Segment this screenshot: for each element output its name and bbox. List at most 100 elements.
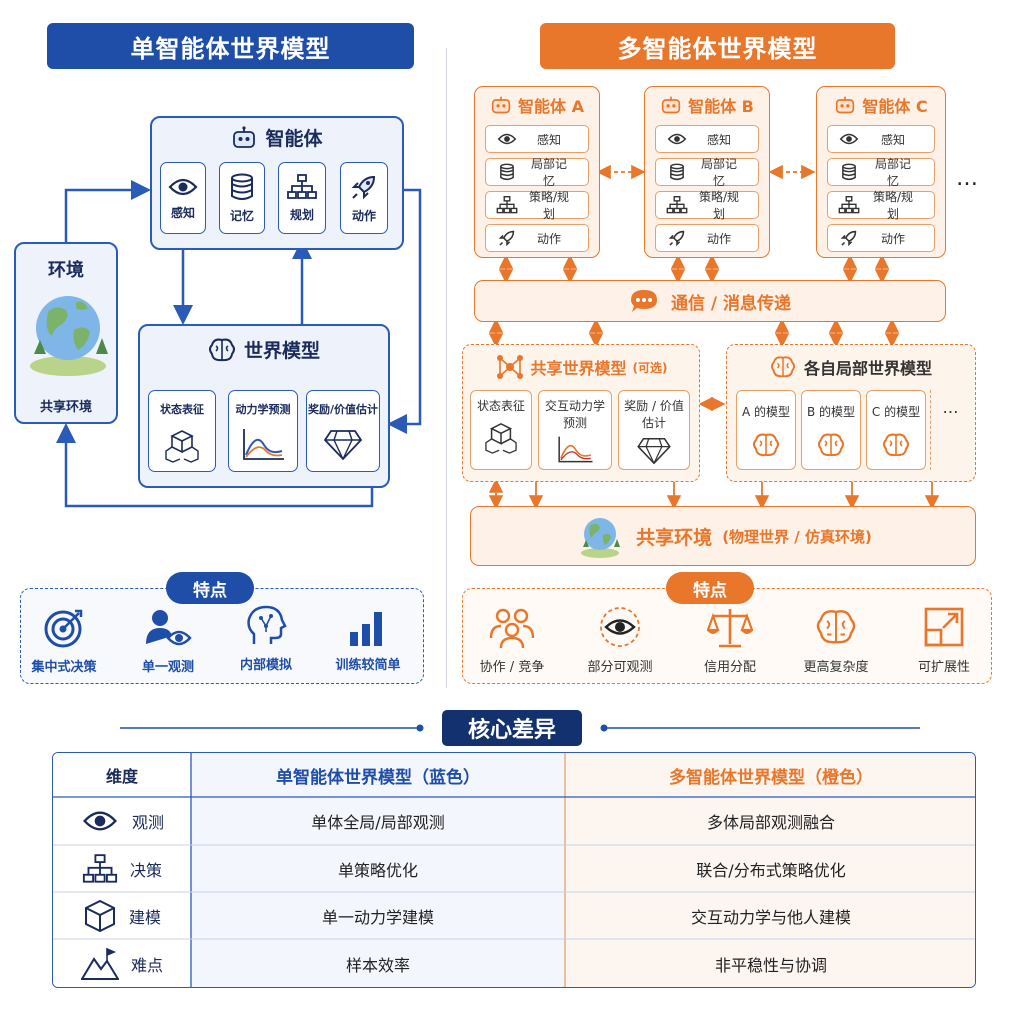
- user-eye-icon: [146, 610, 192, 646]
- hierarchy-icon: [287, 173, 317, 199]
- line-chart-icon: [243, 429, 284, 460]
- diamond-icon: [323, 430, 363, 461]
- agent-c-box: 智能体 C 感知 局部记忆 策略/规划 动作: [816, 86, 946, 258]
- database-icon: [231, 173, 253, 200]
- cube-icon: [84, 899, 115, 932]
- agent-c-memory: 局部记忆: [827, 157, 935, 188]
- table-cell-multi: 多体局部观测融合: [706, 813, 835, 832]
- hierarchy-icon: [666, 196, 688, 214]
- agent-a-policy: 策略/规划: [485, 190, 589, 221]
- environment-box: 环境 共享环境: [14, 242, 118, 424]
- eye-icon: [168, 178, 198, 195]
- robot-icon: [661, 96, 681, 114]
- right-features-tag: 特点: [666, 572, 754, 604]
- feature-scalability: 可扩展性: [894, 606, 994, 675]
- wm-card-dynamics: 动力学预测: [228, 390, 298, 472]
- agent-c-action: 动作: [827, 224, 935, 252]
- step-action: 动作: [340, 162, 388, 234]
- feature-centralized: 集中式决策: [14, 608, 114, 675]
- bar-chart-icon: [350, 612, 382, 646]
- world-model-title: 世界模型: [243, 340, 320, 362]
- scale-icon: [706, 609, 754, 648]
- database-icon: [842, 163, 856, 181]
- table-cell-single: 单策略优化: [337, 860, 418, 880]
- feature-partial-observability: 部分可观测: [570, 606, 670, 675]
- feature-cooperation: 协作 / 竞争: [462, 606, 562, 675]
- agent-a-perception: 感知: [485, 125, 589, 153]
- rocket-icon: [498, 230, 515, 247]
- step-memory: 记忆: [219, 162, 265, 234]
- shared-wm-state: 状态表征: [470, 390, 532, 470]
- local-model-more: …: [930, 390, 970, 470]
- table-cell-multi: 交互动力学与他人建模: [690, 907, 851, 927]
- table-grid: [53, 753, 975, 987]
- agent-a-box: 智能体 A 感知 局部记忆 策略/规划 动作: [474, 86, 600, 258]
- network-icon: [496, 355, 523, 379]
- agent-c-policy: 策略/规划: [827, 190, 935, 221]
- robot-icon: [491, 96, 511, 114]
- feature-credit-assignment: 信用分配: [680, 606, 780, 675]
- cubes-icon: [165, 430, 199, 463]
- brain-icon: [770, 356, 795, 378]
- agent-title: 智能体: [265, 128, 323, 150]
- brain-circuit-icon: [816, 610, 856, 644]
- chat-bubble-icon: [630, 290, 657, 312]
- feature-internal-simulation: 内部模拟: [216, 604, 316, 673]
- right-features-box: [462, 588, 992, 684]
- step-perception: 感知: [160, 162, 206, 234]
- local-model-a: A 的模型: [736, 390, 796, 470]
- robot-icon: [233, 125, 256, 148]
- database-icon: [500, 163, 514, 181]
- local-model-b: B 的模型: [801, 390, 861, 470]
- wm-card-state: 状态表征: [148, 390, 216, 472]
- eye-icon: [497, 133, 517, 145]
- cubes-icon: [485, 423, 517, 454]
- table-header-multi: 多智能体世界模型（橙色）: [669, 767, 873, 788]
- hierarchy-icon: [496, 196, 518, 214]
- agent-a-memory: 局部记忆: [485, 157, 589, 188]
- table-cell-multi: 非平稳性与协调: [714, 956, 827, 975]
- globe-icon: [581, 518, 621, 558]
- feature-simple-training: 训练较简单: [318, 604, 418, 673]
- feature-higher-complexity: 更高复杂度: [786, 606, 886, 675]
- robot-icon: [836, 96, 855, 114]
- table-row: 决策: [53, 845, 191, 892]
- table-cell-single: 单体全局/局部观测: [311, 813, 445, 832]
- wm-card-reward: 奖励/价值估计: [306, 390, 380, 472]
- expand-icon: [924, 607, 964, 647]
- agent-a-action: 动作: [485, 224, 589, 252]
- rocket-icon: [840, 230, 857, 247]
- environment-title: 环境: [48, 260, 84, 281]
- left-features-tag: 特点: [166, 572, 254, 604]
- target-icon: [44, 609, 83, 648]
- brain-icon: [208, 338, 235, 361]
- brain-icon: [818, 433, 844, 457]
- center-divider: [446, 48, 447, 688]
- shared-wm-reward: 奖励 / 价值 估计: [618, 390, 690, 470]
- table-cell-single: 单一动力学建模: [321, 907, 434, 927]
- dashed-eye-icon: [600, 607, 640, 647]
- globe-icon: [30, 296, 108, 376]
- single-agent-title: 单智能体世界模型: [47, 23, 414, 69]
- step-planning: 规划: [278, 162, 326, 234]
- table-header-single: 单智能体世界模型（蓝色）: [276, 767, 480, 788]
- table-row: 观测: [53, 797, 191, 845]
- table-row: 建模: [53, 892, 191, 939]
- agent-b-policy: 策略/规划: [655, 190, 759, 221]
- head-circuit-icon: [247, 605, 287, 644]
- agent-b-perception: 感知: [655, 125, 759, 153]
- right-flow-arrows: [488, 164, 940, 510]
- rocket-icon: [351, 175, 376, 199]
- shared-environment-bar: 共享环境 (物理世界 / 仿真环境): [470, 506, 976, 566]
- eye-icon: [667, 133, 687, 145]
- brain-icon: [883, 433, 909, 457]
- agent-b-action: 动作: [655, 224, 759, 252]
- table-cell-multi: 联合/分布式策略优化: [696, 860, 846, 880]
- table-header-dimension: 维度: [105, 767, 138, 786]
- core-title-lines: [120, 724, 920, 732]
- environment-label: 共享环境: [39, 400, 92, 415]
- database-icon: [670, 163, 684, 181]
- core-differences-title: 核心差异: [442, 710, 582, 746]
- agents-ellipsis: …: [956, 166, 978, 191]
- agent-b-memory: 局部记忆: [655, 157, 759, 188]
